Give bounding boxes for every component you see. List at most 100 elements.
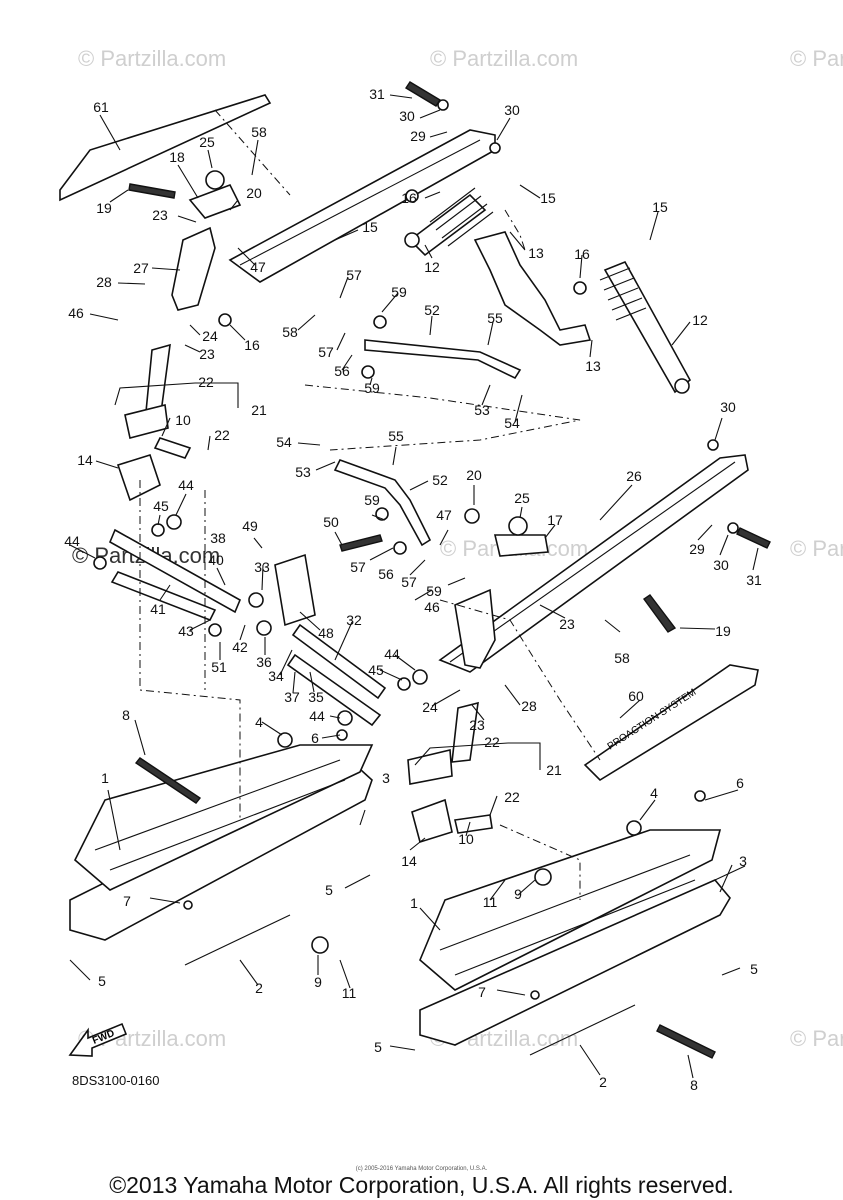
nut-9-left (311, 936, 329, 954)
bracket-13 (473, 231, 592, 346)
callout-11: 11 (342, 985, 357, 1001)
bushing-44 (166, 514, 182, 530)
shock-eye (404, 232, 420, 248)
callout-14: 14 (401, 853, 417, 869)
washer-30 (437, 99, 449, 111)
callout-22: 22 (214, 427, 230, 443)
tie-rod-52-upper (364, 339, 522, 380)
callout-17: 17 (547, 512, 563, 528)
bolt-19-right (643, 594, 677, 633)
cap-25-right (508, 516, 528, 536)
radius-rod-35 (286, 653, 382, 727)
footer-small-copyright: (c) 2005-2016 Yamaha Motor Corporation, … (355, 1166, 488, 1172)
radius-rod-32 (291, 623, 387, 700)
callout-54: 54 (504, 415, 520, 431)
callout-20: 20 (466, 467, 482, 483)
parts-artwork: PROACTION SYSTEM (59, 81, 771, 1059)
callout-23: 23 (199, 346, 215, 362)
watermark: © Partzilla.com (78, 46, 226, 71)
callout-58: 58 (282, 324, 298, 340)
callout-10: 10 (175, 412, 191, 428)
nut-51 (208, 623, 222, 637)
callout-24: 24 (202, 328, 218, 344)
spindle-right (454, 588, 496, 669)
fwd-arrow-icon (68, 1022, 128, 1057)
callout-25: 25 (199, 134, 215, 150)
diagram-code: 8DS3100-0160 (72, 1073, 160, 1088)
bolt-8-right (656, 1024, 716, 1059)
callout-24: 24 (422, 699, 438, 715)
callout-57: 57 (318, 344, 334, 360)
cap-25 (205, 170, 225, 190)
ski-1-right (419, 829, 722, 991)
bushing-44 (93, 556, 107, 570)
ski-detail (454, 879, 696, 976)
callout-23: 23 (469, 717, 485, 733)
bracket-14-right (411, 798, 453, 844)
callout-26: 26 (626, 468, 642, 484)
callout-30: 30 (720, 399, 736, 415)
callout-numbers: 61 31 30 30 29 25 58 18 20 19 23 27 28 4… (64, 86, 762, 1093)
copyright-notice: ©2013 Yamaha Motor Corporation, U.S.A. A… (109, 1172, 734, 1198)
decal-60 (583, 664, 759, 782)
callout-19: 19 (96, 200, 112, 216)
steering-arm-21 (124, 404, 169, 439)
spindle-shaft-23-right (451, 701, 479, 763)
shock-eye (674, 378, 690, 394)
callout-37: 37 (284, 689, 300, 705)
callout-21: 21 (251, 402, 267, 418)
collar-45 (151, 523, 165, 537)
callout-47: 47 (250, 259, 266, 275)
callout-7: 7 (123, 893, 131, 909)
bushing-44 (412, 669, 428, 685)
callout-29: 29 (689, 541, 705, 557)
callout-19: 19 (715, 623, 731, 639)
callout-25: 25 (514, 490, 530, 506)
callout-57: 47 (436, 507, 452, 523)
collar-45 (397, 677, 411, 691)
callout-8: 8 (122, 707, 130, 723)
callout-8: 8 (690, 1077, 698, 1093)
callout-5: 5 (325, 882, 333, 898)
shock-absorber-12-right (603, 260, 692, 394)
callout-40: 40 (208, 552, 224, 568)
nut-16 (218, 313, 232, 327)
washer-30 (489, 142, 501, 154)
washer-30 (727, 522, 739, 534)
wear-bar-2-left (184, 914, 291, 966)
spring-coils (599, 267, 647, 321)
callout-61: 61 (93, 99, 109, 115)
callout-3: 3 (739, 853, 747, 869)
nut-16 (405, 189, 419, 203)
callout-23: 23 (559, 616, 575, 632)
callout-46: 46 (424, 599, 440, 615)
bracket-14 (116, 454, 161, 502)
bushing-10-right (454, 814, 493, 834)
assembly-line (439, 599, 601, 761)
bolt-50 (339, 534, 383, 552)
callout-55: 55 (487, 310, 503, 326)
callout-51: 51 (211, 659, 227, 675)
wear-bar-2-right (529, 1004, 636, 1056)
callout-57: 57 (346, 267, 362, 283)
callout-56: 57 (401, 574, 417, 590)
washer-6-right (694, 790, 706, 802)
assembly-line (304, 384, 581, 451)
decal-61 (59, 94, 272, 202)
bolt-33 (248, 592, 264, 608)
ski-detail (439, 854, 691, 951)
callout-15: 15 (540, 190, 556, 206)
callout-5: 5 (374, 1039, 382, 1055)
callout-30: 30 (504, 102, 520, 118)
callout-12: 12 (692, 312, 708, 328)
washer-7-right (530, 990, 540, 1000)
callout-20: 20 (246, 185, 262, 201)
callout-58: 58 (614, 650, 630, 666)
watermark: © Partzilla.com (790, 1026, 843, 1051)
callout-31: 31 (746, 572, 762, 588)
callout-56: 56 (334, 363, 350, 379)
callout-4: 4 (255, 714, 263, 730)
callout-55: 55 (388, 428, 404, 444)
callout-16: 16 (244, 337, 260, 353)
callout-5: 5 (98, 973, 106, 989)
